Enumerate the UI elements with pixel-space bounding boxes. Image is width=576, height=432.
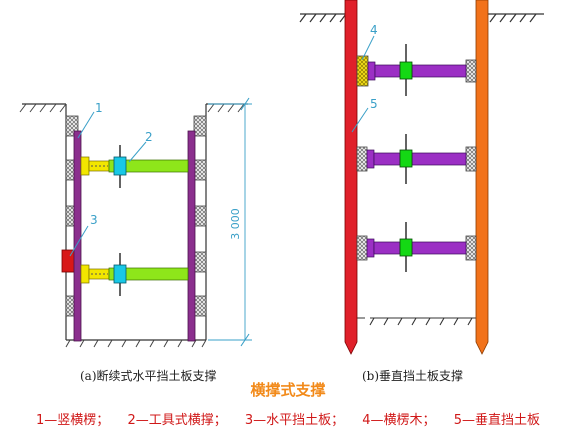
callout-4: 4 xyxy=(370,23,378,37)
trench-bottom-b xyxy=(345,317,476,326)
callout-5: 5 xyxy=(370,97,378,111)
leader-lines-b xyxy=(351,35,375,133)
horizontal-boards-right xyxy=(193,115,207,317)
ground-surface-a xyxy=(22,103,248,341)
legend-item-5: 5—垂直挡土板 xyxy=(453,413,540,428)
tool-strut-b-middle xyxy=(366,134,467,184)
vertical-sheet-right xyxy=(475,0,489,355)
dimension-line xyxy=(208,97,252,347)
diagram-a: 3 000 1 2 3 xyxy=(19,97,252,348)
legend-item-4: 4—横楞木； xyxy=(362,413,436,428)
legend-item-2: 2—工具式横撑； xyxy=(127,413,227,428)
soil-hatch-a xyxy=(19,103,245,348)
ground-surface-b xyxy=(299,13,544,23)
callout-1: 1 xyxy=(95,101,103,115)
callout-2: 2 xyxy=(145,130,153,144)
leader-lines-a xyxy=(69,111,147,257)
figure-title: 横撑式支撑 xyxy=(250,381,326,399)
diagram-b: 4 5 xyxy=(299,0,544,355)
legend-item-3: 3—水平挡土板； xyxy=(244,413,345,428)
legend: 1—竖横楞； 2—工具式横撑； 3—水平挡土板； 4—横楞木； 5—垂直挡土板 xyxy=(0,409,576,428)
legend-item-1: 1—竖横楞； xyxy=(36,413,110,428)
waler-boards xyxy=(356,55,477,261)
tool-strut-lower xyxy=(80,253,189,296)
vertical-post-left xyxy=(73,130,82,342)
tool-strut-upper xyxy=(80,145,189,188)
vertical-sheet-left xyxy=(344,0,358,355)
vertical-post-right xyxy=(187,130,196,342)
tool-strut-b-bottom xyxy=(366,222,467,272)
caption-a: (a)断续式水平挡土板支撑 xyxy=(80,369,217,383)
caption-b: (b)垂直挡土板支撑 xyxy=(362,369,464,383)
dimension-label: 3 000 xyxy=(229,208,242,240)
callout-3: 3 xyxy=(90,213,98,227)
tool-strut-b-top xyxy=(367,44,467,96)
